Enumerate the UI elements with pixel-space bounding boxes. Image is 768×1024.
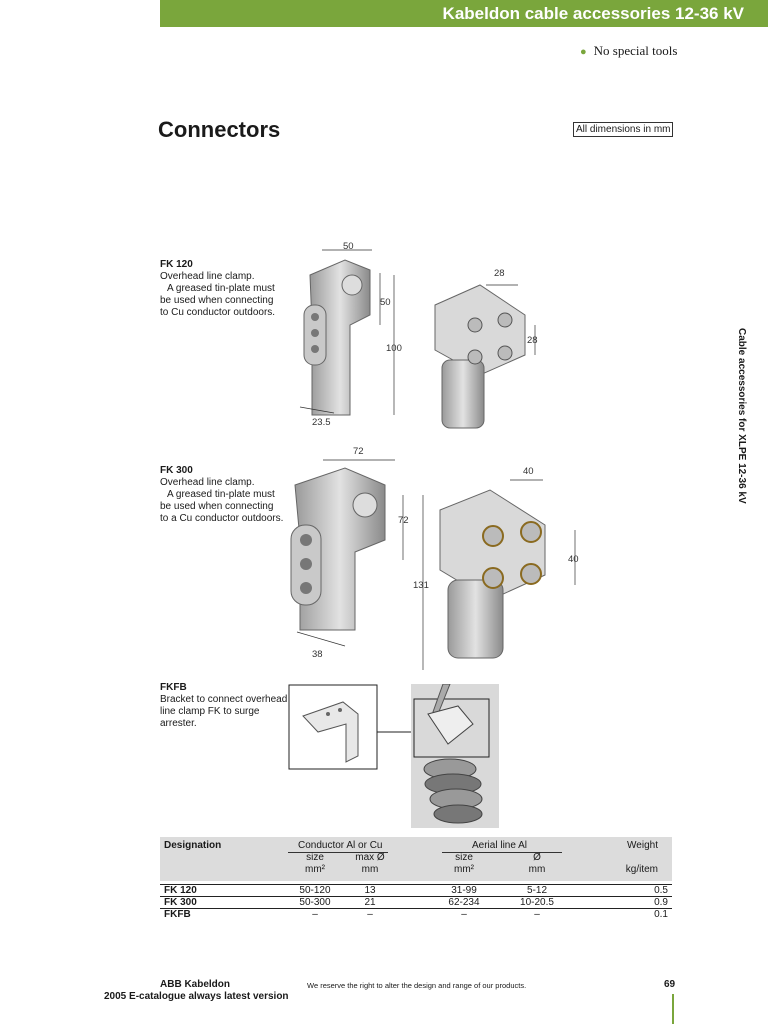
dim-label: 50 [380,297,391,308]
bullet-dot-icon: ● [580,46,587,58]
header-aerial: Aerial line Al [472,840,528,851]
description-line: Overhead line clamp. [160,271,255,282]
cell-cond-max: 21 [364,897,376,908]
cell-weight: 0.9 [654,897,668,908]
cell-cond-size: 50-120 [299,885,331,896]
side-label: Cable accessories for XLPE 12-36 kV [736,328,747,504]
table-row: FKFB – – – – 0.1 [160,908,672,920]
footer-note: We reserve the right to alter the design… [307,981,527,990]
cell-weight: 0.5 [654,885,668,896]
description-line: arrester. [160,718,197,729]
description-line: to Cu conductor outdoors. [160,307,276,318]
header-size2: size [455,852,473,863]
dimensions-note: All dimensions in mm [573,122,674,137]
cell-designation: FKFB [164,909,191,920]
header-dia: Ø [533,852,541,863]
cell-designation: FK 120 [164,885,197,896]
dim-label: 23.5 [312,417,331,428]
product-fk300-description: FK 300 Overhead line clamp. A greased ti… [160,465,283,525]
fk300-illustration: 72 72 131 38 40 40 [290,446,579,670]
feature-bullet: ● No special tools [580,43,677,59]
conductor-rule [288,852,388,853]
dim-label: 40 [523,466,534,477]
product-name: FK 300 [160,465,193,476]
feature-text: No special tools [593,43,678,58]
header-conductor: Conductor Al or Cu [298,840,383,851]
description-line: Bracket to connect overhead [160,694,288,705]
description-line: line clamp FK to surge [160,706,260,717]
product-fkfb-description: FKFB Bracket to connect overhead line cl… [160,682,287,730]
unit-mm-b: mm [528,864,546,875]
unit-kg: kg/item [625,864,658,875]
dim-label: 38 [312,649,323,660]
table-row: FK 120 50-120 13 31-99 5-12 0.5 [160,884,672,896]
cell-aer-size: 62-234 [448,897,480,908]
unit-mm2: mm² [305,864,325,875]
unit-mm: mm [361,864,379,875]
cell-aer-size: – [461,909,467,920]
description-line: be used when connecting [160,501,274,512]
cell-aer-dia: 5-12 [526,885,547,896]
page-title: Connectors [158,117,281,142]
description-line: be used when connecting [160,295,274,306]
dim-label: 72 [353,446,364,457]
fk120-illustration: 50 50 100 23.5 28 28 [299,241,538,429]
footer-accent-line [672,994,674,1024]
header-title: Kabeldon cable accessories 12-36 kV [442,4,744,23]
spec-table-header: Designation Conductor Al or Cu Aerial li… [160,837,672,881]
cell-cond-max: – [367,909,373,920]
product-name: FK 120 [160,259,193,270]
description-line: A greased tin-plate must [167,489,275,500]
cell-aer-dia: – [534,909,540,920]
cell-cond-max: 13 [364,885,376,896]
dim-label: 131 [413,580,429,591]
table-row: FK 300 50-300 21 62-234 10-20.5 0.9 [160,896,672,908]
page-number: 69 [664,979,676,990]
aerial-rule [442,852,562,853]
description-line: A greased tin-plate must [167,283,275,294]
cell-cond-size: 50-300 [299,897,331,908]
header-designation: Designation [164,840,222,851]
cell-aer-size: 31-99 [451,885,477,896]
dim-label: 40 [568,554,579,565]
footer-edition: 2005 E-catalogue always latest version [104,991,289,1002]
unit-mm2-b: mm² [454,864,474,875]
dim-label: 72 [398,515,409,526]
cell-weight: 0.1 [654,909,668,920]
cell-cond-size: – [312,909,318,920]
header-weight: Weight [627,840,658,851]
dim-label: 100 [386,343,402,354]
product-name: FKFB [160,682,187,693]
dim-label: 50 [343,241,354,252]
spec-table: Designation Conductor Al or Cu Aerial li… [160,837,672,920]
footer-company: ABB Kabeldon [160,979,230,990]
dim-label: 28 [527,335,538,346]
description-line: to a Cu conductor outdoors. [160,513,284,524]
cell-aer-dia: 10-20.5 [520,897,554,908]
header-size: size [306,852,324,863]
dim-label: 28 [494,268,505,279]
description-line: Overhead line clamp. [160,477,255,488]
product-fk120-description: FK 120 Overhead line clamp. A greased ti… [160,259,275,319]
header-max-dia: max Ø [355,852,385,863]
cell-designation: FK 300 [164,897,197,908]
header-bar: Kabeldon cable accessories 12-36 kV [160,0,768,27]
fkfb-illustration [288,684,499,828]
